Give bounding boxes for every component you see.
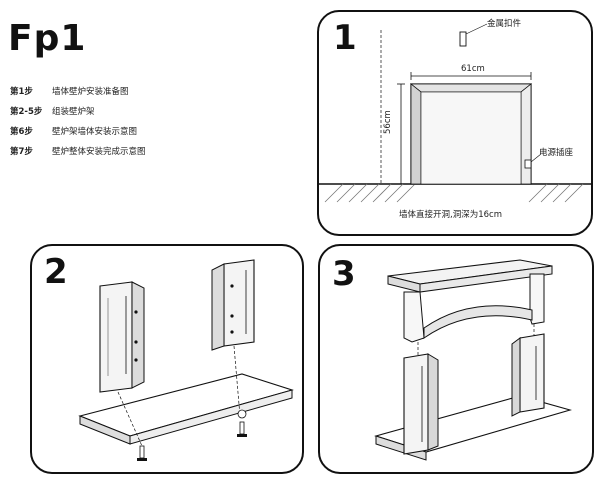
step-item: 第1步墙体壁炉安装准备图: [10, 87, 129, 97]
step-item: 第7步壁炉整体安装完成示意图: [10, 147, 146, 157]
panel-step-2: 2: [30, 244, 304, 474]
panel-number: 2: [44, 252, 68, 292]
step-list: 第1步墙体壁炉安装准备图 第2-5步组装壁炉架 第6步壁炉架墙体安装示意图 第7…: [10, 82, 146, 162]
socket-icon: [524, 159, 532, 169]
panel-number: 1: [333, 18, 357, 58]
frame-assembly-diagram: [78, 259, 294, 461]
screw-icon: [237, 409, 247, 437]
page-title: Fp1: [8, 18, 87, 59]
height-label: 56cm: [383, 110, 393, 134]
fastener-label: 金属扣件: [487, 19, 522, 29]
step-item: 第6步壁炉架墙体安装示意图: [10, 127, 138, 137]
step-item: 第2-5步组装壁炉架: [10, 107, 95, 117]
wall-opening-diagram: [319, 23, 591, 203]
screw-icon: [137, 445, 147, 461]
panel-number: 3: [332, 254, 356, 294]
opening-caption: 墙体直接开洞,洞深为16cm: [399, 210, 502, 220]
panel-step-3: 3: [318, 244, 594, 474]
width-label: 61cm: [461, 64, 485, 74]
panel-step-1: 1 金属扣件 61cm 56cm 电源插座 墙体直接开洞,洞深为16cm: [317, 10, 593, 236]
mantel-installation-diagram: [374, 259, 573, 461]
fastener-icon: [459, 31, 467, 47]
socket-label: 电源插座: [539, 148, 574, 158]
